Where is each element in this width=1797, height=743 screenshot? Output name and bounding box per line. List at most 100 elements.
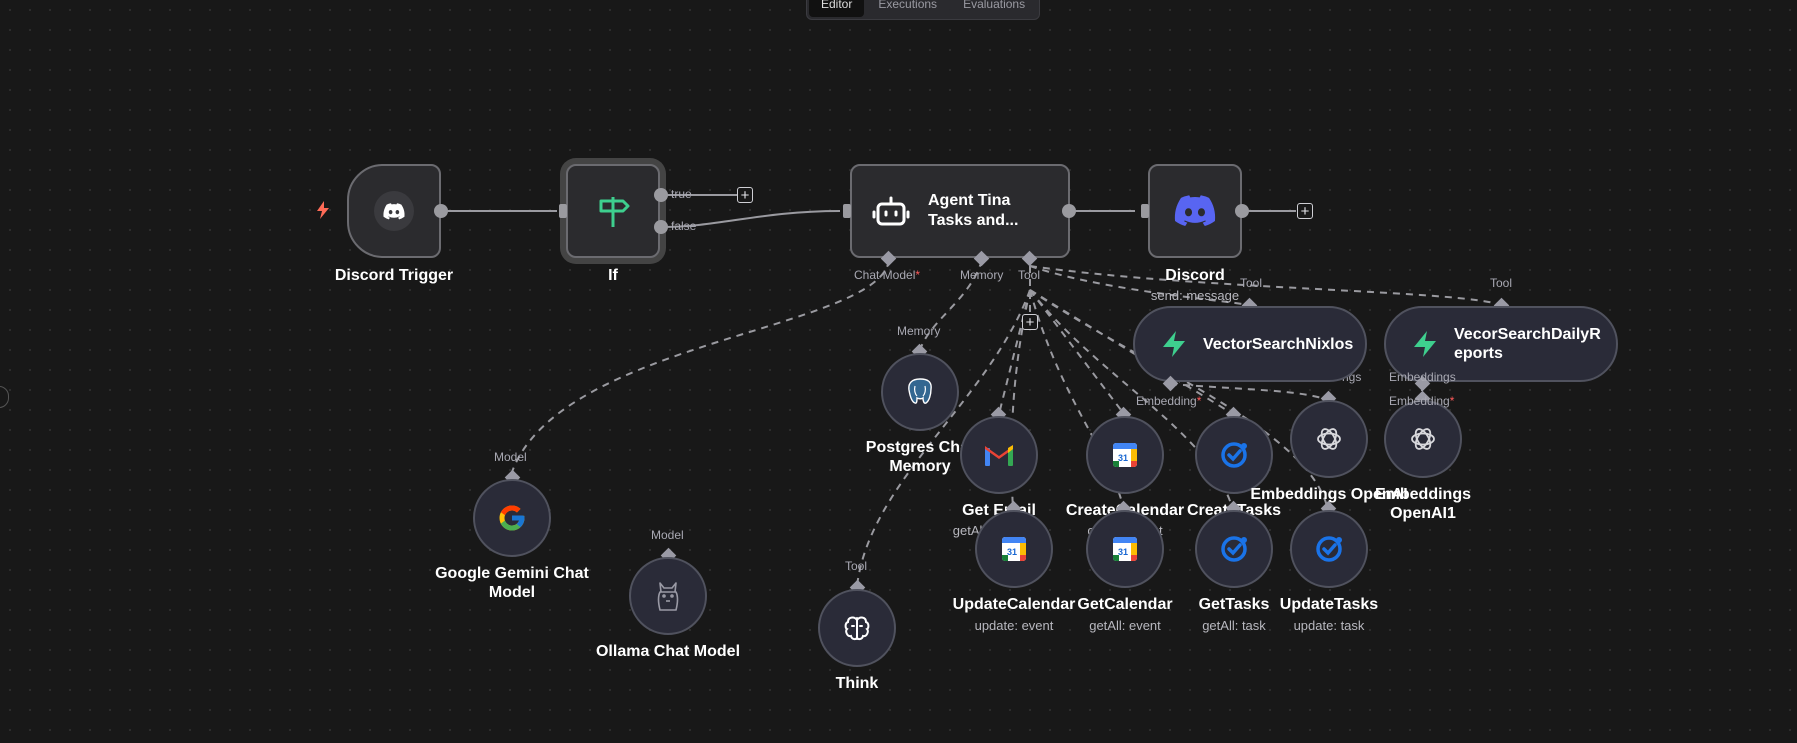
tab-evaluations[interactable]: Evaluations [963,0,1026,11]
agent-chat-model-label: Chat Model* [854,268,921,282]
signpost-icon [599,197,630,227]
discord-trigger-node[interactable] [347,164,441,258]
agent-input-port[interactable] [843,204,851,218]
llama-icon [657,582,679,611]
svg-text:31: 31 [1007,547,1017,557]
updatetasks-sub: update: task [1293,618,1365,633]
brain-icon [844,616,870,641]
postgres-label-line2: Memory [889,458,951,475]
tasks-icon [1221,536,1247,562]
gemini-node[interactable] [473,479,551,557]
think-label: Think [835,675,879,692]
updatecalendar-node[interactable]: 31 [975,510,1053,588]
postgres-label-line1: Postgres Chat [865,439,975,456]
agent-output-port[interactable] [1062,204,1076,218]
svg-text:31: 31 [1118,547,1128,557]
postgres-node[interactable] [881,353,959,431]
calendar-icon: 31 [1113,443,1137,467]
discord-icon [374,191,414,231]
agent-title-line1: Agent Tina [928,192,1011,209]
edge-gemini [511,259,890,473]
tab-executions[interactable]: Executions [878,0,938,11]
embeddings2-label-line1: Embeddings [1374,486,1471,503]
tasks-icon [1316,536,1342,562]
discord-input-port[interactable] [1141,204,1149,218]
if-false-port[interactable] [654,220,668,234]
think-handle-label: Tool [845,559,868,573]
postgres-icon [908,378,932,404]
vector2-title-line2: eports [1454,345,1503,362]
vector2-title-line1: VecorSearchDailyR [1454,326,1601,343]
canvas-left-handle[interactable] [0,386,9,408]
getemail-node[interactable] [960,416,1038,494]
openai-icon [1411,428,1435,450]
calendar-icon: 31 [1002,537,1026,561]
agent-node[interactable]: Agent Tina Tasks and... [850,164,1070,258]
google-icon [499,505,525,531]
discord-trigger-label: Discord Trigger [334,267,454,284]
vector1-node[interactable]: VectorSearchNixlos [1133,306,1367,382]
gemini-label-line2: Model [488,584,536,601]
vector1-embedding-label: Embedding* [1136,394,1202,408]
agent-tool-add-button[interactable]: + [1022,314,1038,330]
think-node[interactable] [818,589,896,667]
if-true-port[interactable] [654,188,668,202]
discord-add-button[interactable]: + [1297,203,1313,219]
edge-vector2 [1029,265,1502,306]
supabase-icon [1163,331,1185,357]
if-false-label: false [671,219,697,233]
svg-text:31: 31 [1118,453,1128,463]
agent-title-line2: Tasks and... [928,212,1019,229]
updatecalendar-sub: update: event [974,618,1054,633]
createcalendar-node[interactable]: 31 [1086,416,1164,494]
view-tabs: Editor Executions Evaluations [806,0,1041,20]
discord-icon [1174,195,1216,227]
createtasks-node[interactable] [1195,416,1273,494]
gettasks-node[interactable] [1195,510,1273,588]
discord-node[interactable] [1148,164,1242,258]
agent-tool-label: Tool [1018,268,1041,282]
supabase-icon [1414,331,1436,357]
getcalendar-sub: getAll: event [1089,618,1161,633]
gmail-icon [985,445,1013,466]
calendar-icon: 31 [1113,537,1137,561]
if-node[interactable] [566,164,660,258]
vector2-node[interactable]: VecorSearchDailyR eports [1384,306,1618,382]
gemini-label-line1: Google Gemini Chat [435,565,589,582]
updatetasks-label: UpdateTasks [1279,596,1379,613]
getcalendar-node[interactable]: 31 [1086,510,1164,588]
discord-label: Discord [1165,267,1225,284]
embeddings2-label-line2: OpenAI1 [1390,505,1456,522]
getcalendar-label: GetCalendar [1077,596,1173,613]
if-input-port[interactable] [559,204,567,218]
ollama-node[interactable] [629,557,707,635]
gettasks-label: GetTasks [1198,596,1270,613]
vector1-title: VectorSearchNixlos [1203,335,1354,353]
gettasks-sub: getAll: task [1202,618,1266,633]
lightning-icon [317,201,329,219]
updatetasks-node[interactable] [1290,510,1368,588]
vector1-handle-label: Tool [1240,276,1263,290]
gemini-handle-label: Model [494,450,527,464]
discord-output-port[interactable] [1235,204,1249,218]
if-true-label: true [671,187,692,201]
if-true-add-button[interactable]: + [737,187,753,203]
trigger-output-port[interactable] [434,204,448,218]
ollama-label: Ollama Chat Model [595,643,741,660]
edge-getemail [998,289,1031,415]
embeddings1-label: Embeddings OpenAI [1250,486,1408,503]
tab-editor[interactable]: Editor [809,0,865,17]
robot-icon [872,196,910,226]
vector2-handle-label: Tool [1490,276,1513,290]
ollama-handle-label: Model [651,528,684,542]
updatecalendar-label: UpdateCalendar [952,596,1076,613]
vector2-embeddings-label: Embeddings [1389,370,1456,384]
if-label: If [608,267,618,284]
discord-sub: send: message [1150,288,1240,303]
embeddings2-node[interactable] [1384,400,1462,478]
openai-icon [1317,428,1341,450]
postgres-handle-label: Memory [897,324,941,338]
edge-createcalendar [1029,289,1125,415]
embeddings1-node[interactable] [1290,400,1368,478]
tasks-icon [1221,442,1247,468]
